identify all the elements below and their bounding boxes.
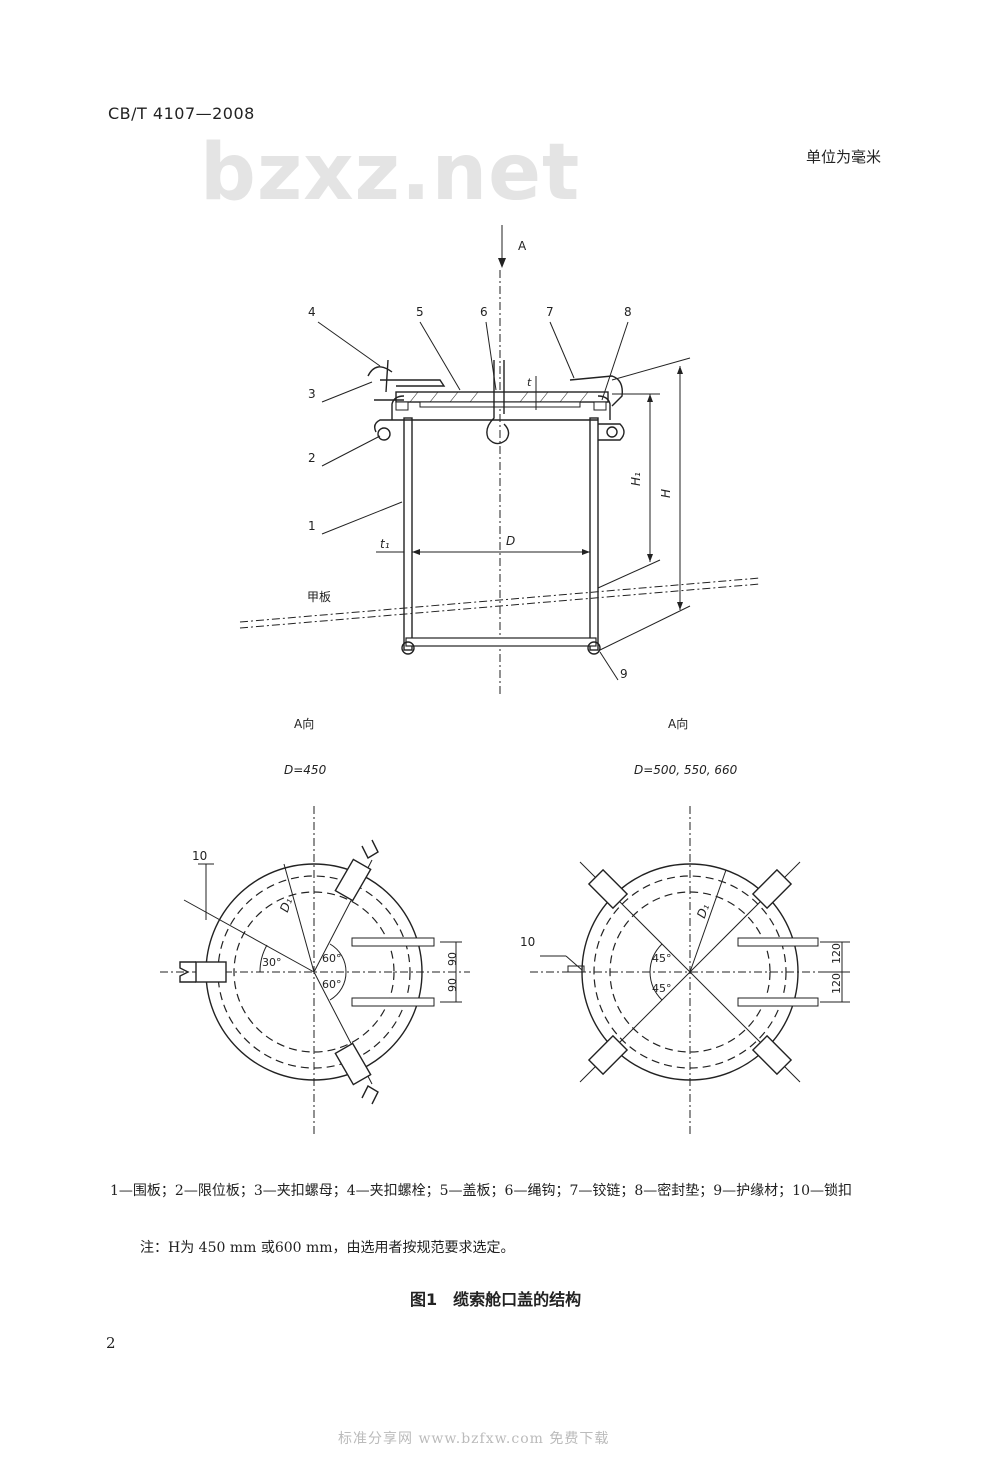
- view-left-title: A向: [294, 716, 314, 731]
- watermark: bzxz.net: [200, 128, 581, 218]
- part-number-8: 8: [624, 305, 632, 319]
- angle-45-upper: 45°: [652, 952, 672, 965]
- dim-120-lower: 120: [830, 973, 843, 994]
- dim-90-lower: 90: [446, 978, 459, 992]
- view-right-title: A向: [668, 716, 688, 731]
- view-arrow-label: A: [518, 239, 527, 253]
- page-number: 2: [106, 1334, 116, 1352]
- dim-90-upper: 90: [446, 952, 459, 966]
- dim-label-d1-right: D₁: [694, 902, 712, 920]
- part-number-1: 1: [308, 519, 316, 533]
- view-right-subtitle: D=500, 550, 660: [634, 763, 738, 777]
- part-number-6: 6: [480, 305, 488, 319]
- angle-60-lower: 60°: [322, 978, 342, 991]
- dim-label-h: H: [659, 489, 673, 498]
- deck-label: 甲板: [307, 590, 331, 604]
- part-number-4: 4: [308, 305, 316, 319]
- dim-label-t1: t₁: [380, 537, 390, 551]
- part-number-3: 3: [308, 387, 316, 401]
- dim-label-h1: H₁: [629, 472, 643, 486]
- figure-note: 注：H为 450 mm 或600 mm，由选用者按规范要求选定。: [140, 1240, 515, 1256]
- dim-label-t: t: [527, 376, 532, 389]
- view-right-plan: 45° 45° D₁ 10 120 120: [520, 806, 850, 1134]
- part-number-9: 9: [620, 667, 628, 681]
- figure-caption: 图1 缆索舱口盖的结构: [410, 1290, 582, 1309]
- part-number-7: 7: [546, 305, 554, 319]
- dim-label-d1-left: D₁: [277, 896, 295, 914]
- angle-30: 30°: [262, 956, 282, 969]
- angle-60-upper: 60°: [322, 952, 342, 965]
- part-number-10-right: 10: [520, 935, 535, 949]
- view-arrow-a: A: [498, 225, 527, 268]
- part-number-2: 2: [308, 451, 316, 465]
- view-left-plan: 30° 60° 60° D₁ 10 90 90: [160, 806, 470, 1134]
- unit-note: 单位为毫米: [806, 148, 882, 166]
- dim-120-upper: 120: [830, 943, 843, 964]
- part-number-10-left: 10: [192, 849, 207, 863]
- dim-label-d: D: [506, 534, 515, 548]
- standard-number: CB/T 4107—2008: [108, 104, 255, 123]
- part-number-5: 5: [416, 305, 424, 319]
- parts-legend: 1—围板；2—限位板；3—夹扣螺母；4—夹扣螺栓；5—盖板；6—绳钩；7—铰链；…: [110, 1183, 852, 1199]
- view-left-subtitle: D=450: [284, 763, 327, 777]
- footer-watermark: 标准分享网 www.bzfxw.com 免费下载: [338, 1431, 610, 1447]
- angle-45-lower: 45°: [652, 982, 672, 995]
- section-view: t D t₁ H₁ H 甲板 4 5 6 7 8: [239, 270, 761, 695]
